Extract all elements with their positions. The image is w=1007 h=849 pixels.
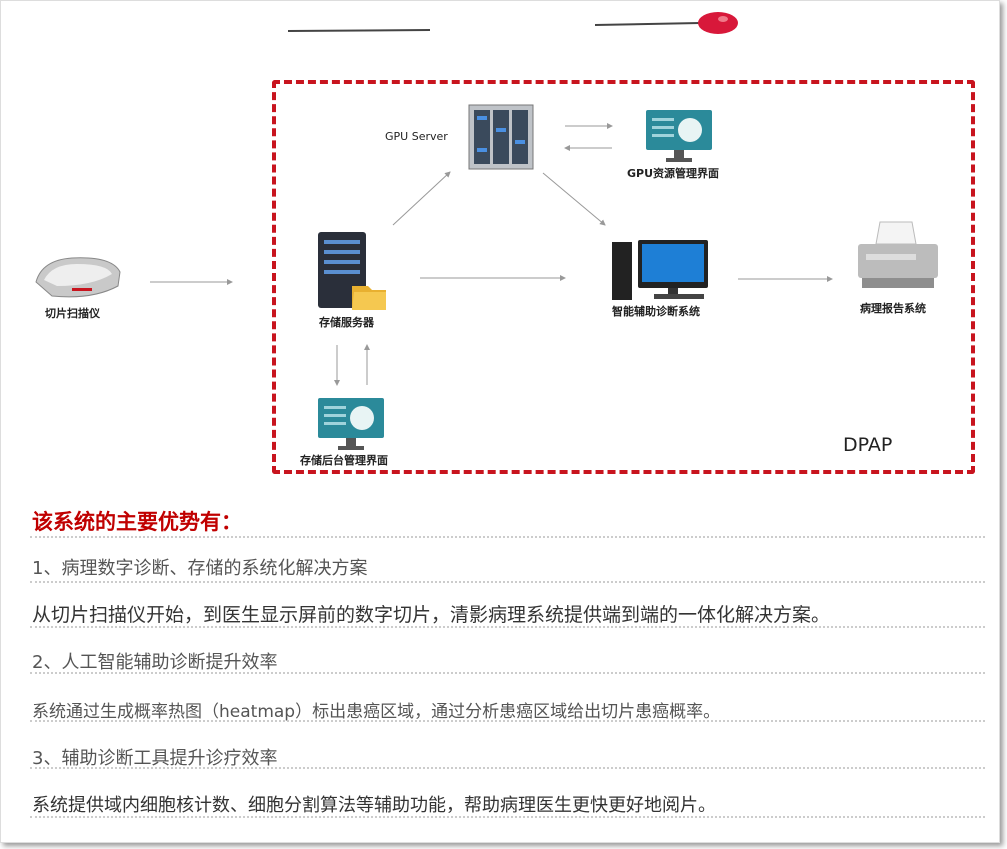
ai-system-label: 智能辅助诊断系统: [612, 305, 700, 318]
advantage-2-title: 2、人工智能辅助诊断提升效率: [32, 652, 278, 673]
dpap-label: DPAP: [843, 434, 893, 456]
gpu-console-monitor-icon: [646, 110, 712, 162]
advantage-3-title: 3、辅助诊断工具提升诊疗效率: [32, 748, 278, 769]
ai-workstation-icon: [612, 240, 708, 300]
storage-console-monitor-icon: [318, 398, 384, 450]
report-printer-icon: [858, 221, 938, 288]
report-system-label: 病理报告系统: [860, 302, 926, 315]
storage-server-label: 存储服务器: [319, 316, 374, 329]
scanner-label: 切片扫描仪: [45, 307, 100, 320]
pin-decoration-icon: [287, 12, 738, 34]
divider: [30, 581, 985, 583]
advantage-3-desc: 系统提供域内细胞核计数、细胞分割算法等辅助功能，帮助病理医生更快更好地阅片。: [32, 795, 716, 816]
gpu-console-label: GPU资源管理界面: [627, 167, 720, 180]
divider: [30, 626, 985, 628]
gpu-server-icon: [468, 104, 534, 170]
divider: [30, 672, 985, 674]
flow-arrows: [150, 123, 833, 386]
slide-scanner-icon: [35, 257, 121, 298]
divider: [30, 816, 985, 818]
storage-server-icon: [318, 232, 386, 310]
advantages-heading: 该系统的主要优势有：: [32, 510, 242, 534]
divider: [30, 767, 985, 769]
divider: [30, 536, 985, 538]
divider: [30, 720, 985, 722]
dpap-boundary: [272, 80, 975, 474]
gpu-server-label: GPU Server: [385, 130, 448, 143]
advantage-1-desc: 从切片扫描仪开始，到医生显示屏前的数字切片，清影病理系统提供端到端的一体化解决方…: [32, 604, 831, 626]
advantage-1-title: 1、病理数字诊断、存储的系统化解决方案: [32, 558, 368, 579]
advantage-2-desc: 系统通过生成概率热图（heatmap）标出患癌区域，通过分析患癌区域给出切片患癌…: [32, 702, 721, 722]
storage-console-label: 存储后台管理界面: [300, 454, 388, 467]
